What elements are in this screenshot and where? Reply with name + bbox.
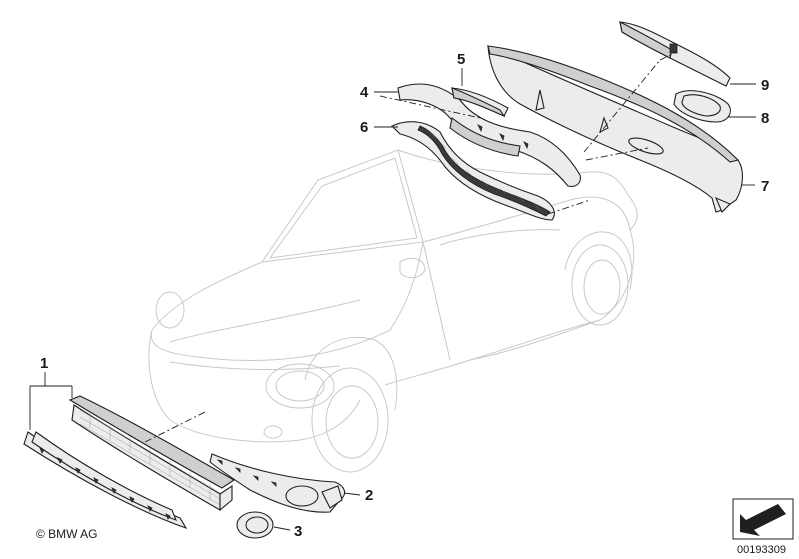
callout-6: 6: [360, 119, 368, 136]
part-rear-handle-strip: [619, 21, 731, 87]
part-front-grille-lower: [23, 431, 188, 530]
car-outline: [148, 149, 638, 473]
orientation-arrow-icon: [732, 498, 794, 540]
part-cover-cap: [451, 87, 509, 118]
callout-2: 2: [365, 487, 373, 504]
leader-lines: [29, 68, 756, 531]
callout-7: 7: [761, 178, 769, 195]
part-rear-lamp-ring: [673, 90, 731, 123]
callout-9: 9: [761, 77, 769, 94]
copyright-text: © BMW AG: [36, 527, 98, 541]
callout-4: 4: [360, 84, 369, 101]
part-roll-bar-trim-lower: [391, 121, 555, 221]
assignment-lines: [144, 51, 677, 443]
part-fog-lamp-ring: [236, 511, 274, 539]
callout-5: 5: [457, 51, 465, 68]
part-front-trim-panel: [209, 453, 346, 513]
callout-8: 8: [761, 110, 769, 127]
callout-1: 1: [40, 355, 48, 372]
callout-labels: 1 2 3 4 5 6 7 8 9: [40, 51, 769, 540]
part-front-grille-upper: [68, 395, 236, 512]
callout-3: 3: [294, 523, 302, 540]
part-rear-bumper: [487, 45, 744, 213]
diagram-number: 00193309: [737, 544, 786, 556]
